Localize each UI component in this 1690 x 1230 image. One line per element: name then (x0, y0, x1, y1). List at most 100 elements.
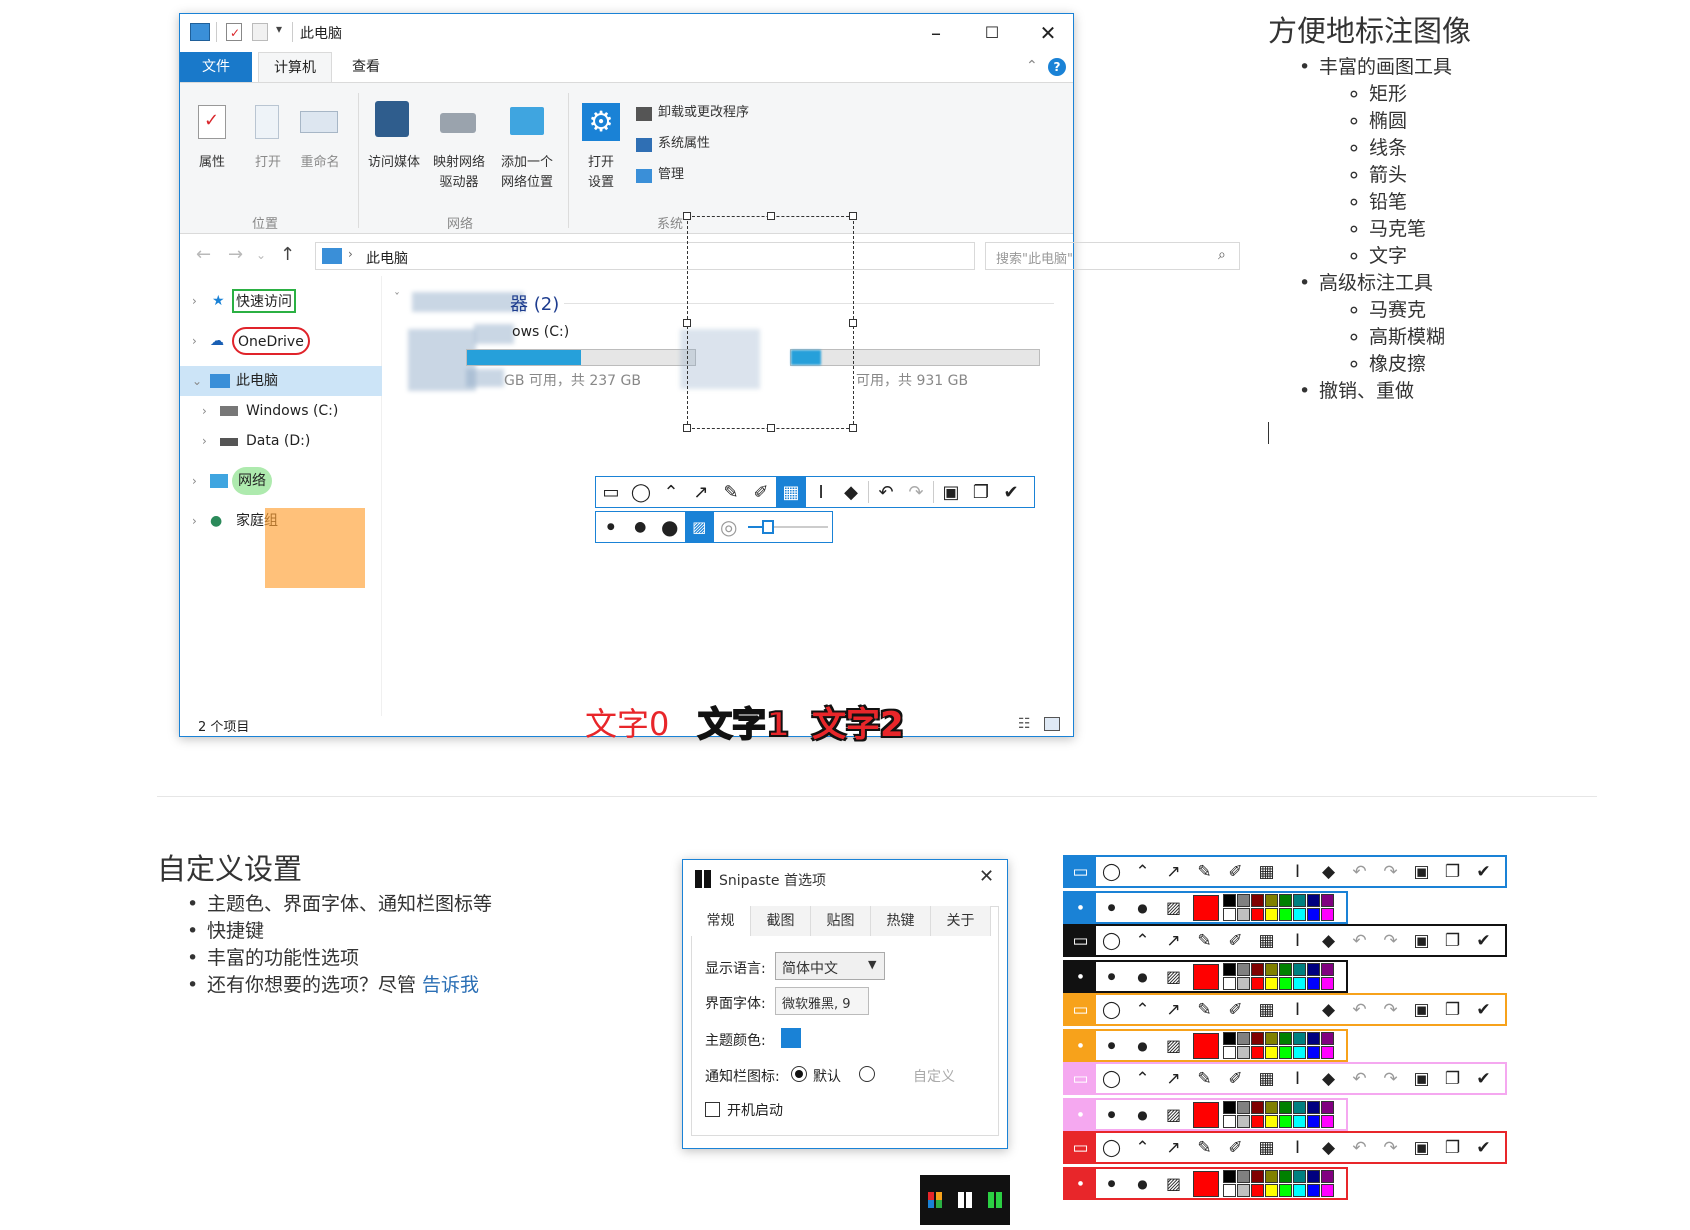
done-icon[interactable]: ✔ (1476, 930, 1491, 951)
palette-color[interactable] (1293, 963, 1306, 976)
palette-color[interactable] (1279, 1115, 1292, 1128)
eraser-tool-icon[interactable]: ◆ (1321, 999, 1336, 1020)
size-dot[interactable]: ● (1137, 1176, 1148, 1191)
palette-color[interactable] (1237, 1032, 1250, 1045)
maximize-button[interactable]: ☐ (984, 23, 1000, 42)
size-dot[interactable]: ● (1107, 1040, 1116, 1051)
resize-handle[interactable] (683, 424, 691, 432)
address-bar[interactable]: › 此电脑 (315, 242, 975, 270)
pencil-tool-icon[interactable]: ✎ (1197, 999, 1212, 1020)
current-color-swatch[interactable] (1193, 963, 1219, 990)
palette-color[interactable] (1321, 1101, 1334, 1114)
sidebar-item-quick-access[interactable]: › ★ 快速访问 (180, 286, 382, 316)
palette-color[interactable] (1223, 894, 1236, 907)
eraser-tool-icon[interactable]: ◆ (1321, 1137, 1336, 1158)
pencil-tool-icon[interactable]: ✎ (1197, 930, 1212, 951)
search-input[interactable]: 搜索"此电脑" ⌕ (985, 242, 1240, 270)
palette-color[interactable] (1237, 963, 1250, 976)
palette-color[interactable] (1321, 894, 1334, 907)
rect-tool-icon[interactable]: ▭ (1065, 1064, 1096, 1093)
palette-color[interactable] (1293, 977, 1306, 990)
marker-tool-icon[interactable]: ✐ (1228, 1137, 1243, 1158)
arrow-tool-icon[interactable]: ↗ (1166, 1068, 1181, 1089)
save-icon[interactable]: ▣ (1413, 930, 1430, 951)
rect-tool-icon[interactable]: ▭ (1065, 1133, 1096, 1162)
resize-handle[interactable] (849, 424, 857, 432)
palette-color[interactable] (1237, 977, 1250, 990)
text-tool-icon[interactable]: I (818, 481, 824, 503)
palette-color[interactable] (1307, 1101, 1320, 1114)
close-button[interactable]: ✕ (1039, 21, 1057, 45)
palette-color[interactable] (1265, 1184, 1278, 1197)
copy-icon[interactable]: ❐ (1444, 861, 1461, 882)
size-dot[interactable]: ● (1137, 900, 1148, 915)
open-settings-label-1[interactable]: 打开 (587, 155, 614, 170)
pencil-tool-icon[interactable]: ✎ (1197, 1137, 1212, 1158)
chevron-right-icon[interactable]: › (202, 434, 207, 448)
palette-color[interactable] (1293, 1115, 1306, 1128)
palette-color[interactable] (1307, 894, 1320, 907)
palette-color[interactable] (1279, 1170, 1292, 1183)
palette-color[interactable] (1279, 963, 1292, 976)
eraser-tool-icon[interactable]: ◆ (1321, 1068, 1336, 1089)
mosaic-mode-icon[interactable]: ▨ (1165, 1105, 1182, 1124)
font-button[interactable]: 微软雅黑, 9 (775, 987, 869, 1015)
palette-color[interactable] (1237, 1046, 1250, 1059)
redo-icon[interactable]: ↷ (1383, 1137, 1398, 1158)
chevron-right-icon[interactable]: › (202, 404, 207, 418)
mosaic-tool-icon[interactable]: ▦ (1258, 1068, 1275, 1089)
quick-access-dropdown-icon[interactable]: ▾ (276, 22, 283, 36)
current-color-swatch[interactable] (1193, 1101, 1219, 1128)
palette-color[interactable] (1279, 977, 1292, 990)
add-location-label-1[interactable]: 添加一个 (500, 155, 553, 170)
theme-color-swatch[interactable] (781, 1028, 801, 1048)
line-tool-icon[interactable]: ⌃ (1135, 999, 1150, 1020)
mosaic-tool-icon[interactable]: ▦ (1258, 861, 1275, 882)
new-folder-quick-icon[interactable] (252, 23, 268, 41)
size-dot[interactable]: ● (1107, 1109, 1116, 1120)
marker-tool-icon[interactable]: ✐ (1228, 1068, 1243, 1089)
palette-color[interactable] (1223, 1046, 1236, 1059)
size-dot[interactable]: ● (1065, 1031, 1096, 1060)
sidebar-item-network[interactable]: › 网络 (180, 466, 382, 496)
tell-me-link[interactable]: 告诉我 (422, 974, 480, 996)
done-icon[interactable]: ✔ (1476, 1137, 1491, 1158)
line-tool-icon[interactable]: ⌃ (1135, 861, 1150, 882)
copy-icon[interactable]: ❐ (1444, 1068, 1461, 1089)
palette-color[interactable] (1293, 1101, 1306, 1114)
size-dot[interactable]: ● (1065, 893, 1096, 922)
redo-icon[interactable]: ↷ (1383, 861, 1398, 882)
palette-color[interactable] (1279, 1101, 1292, 1114)
palette-color[interactable] (1223, 1032, 1236, 1045)
tab-hotkeys[interactable]: 热键 (871, 906, 931, 936)
redo-icon[interactable]: ↷ (908, 481, 924, 503)
text-tool-icon[interactable]: I (1294, 1137, 1300, 1158)
large-icons-view-icon[interactable] (1044, 717, 1060, 731)
palette-color[interactable] (1307, 963, 1320, 976)
arrow-tool-icon[interactable]: ↗ (1166, 861, 1181, 882)
palette-color[interactable] (1321, 963, 1334, 976)
mosaic-mode-icon[interactable]: ▨ (1165, 967, 1182, 986)
size-dot[interactable]: ● (1107, 1178, 1116, 1189)
sidebar-item-this-pc[interactable]: ⌄ 此电脑 (180, 366, 382, 396)
pencil-tool-icon[interactable]: ✎ (1197, 861, 1212, 882)
line-tool-icon[interactable]: ⌃ (1135, 1137, 1150, 1158)
system-properties-button[interactable]: 系统属性 (658, 136, 711, 151)
ellipse-tool-icon[interactable]: ◯ (1101, 861, 1122, 882)
pencil-tool-icon[interactable]: ✎ (723, 481, 739, 503)
palette-color[interactable] (1321, 1046, 1334, 1059)
redo-icon[interactable]: ↷ (1383, 1068, 1398, 1089)
copy-icon[interactable]: ❐ (1444, 999, 1461, 1020)
text-tool-icon[interactable]: I (1294, 999, 1300, 1020)
resize-handle[interactable] (767, 212, 775, 220)
palette-color[interactable] (1307, 1046, 1320, 1059)
marker-tool-icon[interactable]: ✐ (1228, 861, 1243, 882)
ellipse-tool-icon[interactable]: ◯ (1101, 999, 1122, 1020)
ellipse-tool-icon[interactable]: ◯ (1101, 930, 1122, 951)
size-dot[interactable]: ● (1065, 1169, 1096, 1198)
undo-icon[interactable]: ↶ (1352, 861, 1367, 882)
save-icon[interactable]: ▣ (1413, 861, 1430, 882)
palette-color[interactable] (1251, 1184, 1264, 1197)
text-tool-icon[interactable]: I (1294, 1068, 1300, 1089)
palette-color[interactable] (1321, 1170, 1334, 1183)
